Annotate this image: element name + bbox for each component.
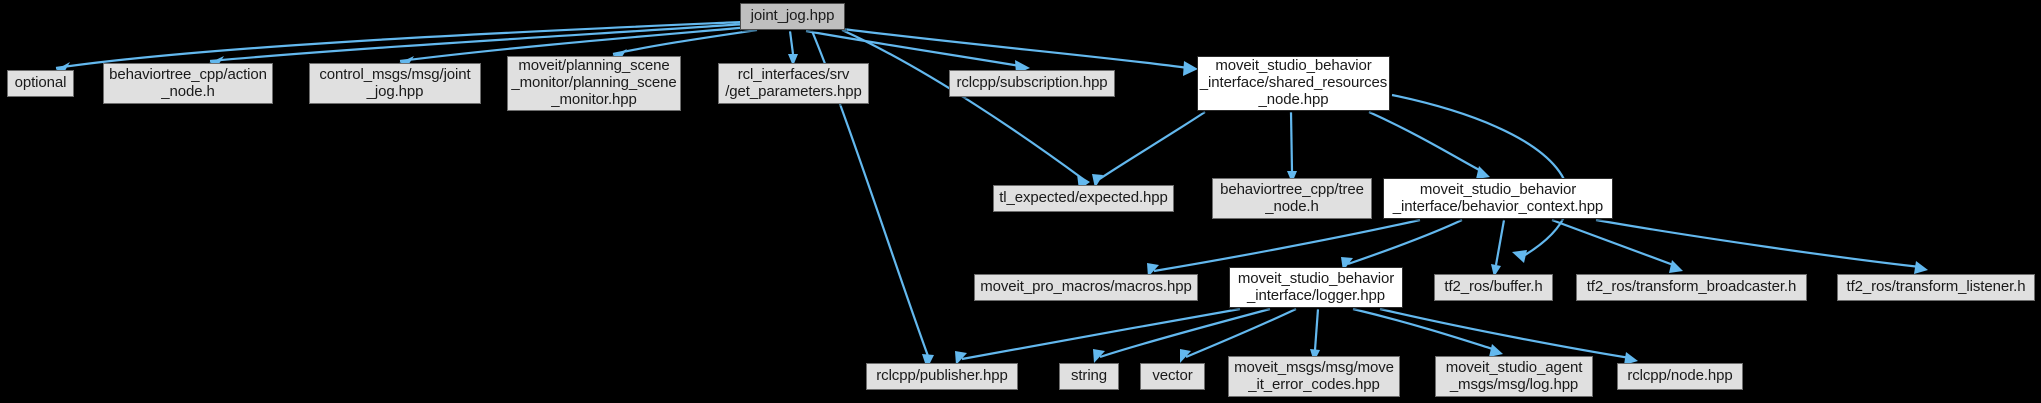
graph-edge-logger-to-agent_msgs_log (1352, 307, 1503, 357)
graph-edge-logger-to-rclcpp_publisher (955, 307, 1241, 365)
graph-node-rcl_interfaces[interactable]: rcl_interfaces/srv /get_parameters.hpp (718, 63, 869, 104)
graph-edge-logger-to-move_it_error_codes (1310, 308, 1320, 362)
graph-node-behavior_context[interactable]: moveit_studio_behavior _interface/behavi… (1383, 178, 1613, 219)
graph-node-tf2_listener[interactable]: tf2_ros/transform_listener.h (1837, 274, 2035, 301)
graph-node-string[interactable]: string (1059, 363, 1119, 390)
graph-node-logger[interactable]: moveit_studio_behavior _interface/logger… (1229, 267, 1403, 308)
edge-arrowhead (1183, 61, 1198, 76)
graph-edge-logger-to-vector (1180, 308, 1297, 363)
graph-edge-behavior_context-to-tf2_listener (1595, 218, 1928, 274)
graph-node-planning_scene_mon[interactable]: moveit/planning_scene _monitor/planning_… (507, 56, 681, 111)
graph-node-bt_action_node[interactable]: behaviortree_cpp/action _node.h (103, 63, 273, 104)
graph-edge-behavior_context-to-tf2_broadcaster (1551, 218, 1683, 273)
graph-node-rclcpp_subscription[interactable]: rclcpp/subscription.hpp (949, 70, 1115, 97)
edge-arrowhead (1914, 261, 1928, 274)
edge-arrowhead (1512, 250, 1527, 263)
graph-node-joint_jog[interactable]: joint_jog.hpp (740, 3, 845, 30)
graph-node-rclcpp_node[interactable]: rclcpp/node.hpp (1617, 363, 1743, 390)
graph-edge-joint_jog-to-shared_resources (834, 26, 1198, 76)
graph-edge-behavior_context-to-logger (1341, 219, 1463, 271)
graph-edge-shared_resources-to-tl_expected (1092, 111, 1206, 188)
edge-arrowhead (1180, 349, 1191, 363)
graph-edge-joint_jog-to-rcl_interfaces (788, 30, 798, 66)
graph-node-rclcpp_publisher[interactable]: rclcpp/publisher.hpp (866, 363, 1018, 390)
graph-node-control_msgs[interactable]: control_msgs/msg/joint _jog.hpp (309, 63, 481, 104)
edge-arrowhead (1669, 260, 1683, 273)
graph-node-shared_resources[interactable]: moveit_studio_behavior _interface/shared… (1197, 56, 1390, 111)
graph-edge-behavior_context-to-tf2_buffer (1491, 219, 1506, 277)
graph-node-agent_msgs_log[interactable]: moveit_studio_agent _msgs/msg/log.hpp (1435, 356, 1593, 397)
graph-node-vector[interactable]: vector (1140, 363, 1205, 390)
graph-node-pro_macros[interactable]: moveit_pro_macros/macros.hpp (974, 274, 1198, 301)
graph-edge-shared_resources-to-behavior_context (1368, 110, 1490, 179)
graph-node-tf2_buffer[interactable]: tf2_ros/buffer.h (1434, 274, 1553, 301)
graph-edge-joint_jog-to-tl_expected (841, 28, 1090, 190)
edge-arrowhead (1093, 349, 1105, 363)
graph-node-move_it_error_codes[interactable]: moveit_msgs/msg/move _it_error_codes.hpp (1228, 356, 1400, 397)
graph-node-tf2_broadcaster[interactable]: tf2_ros/transform_broadcaster.h (1576, 274, 1807, 301)
graph-node-tl_expected[interactable]: tl_expected/expected.hpp (993, 185, 1174, 212)
graph-edge-shared_resources-to-bt_tree_node (1287, 111, 1297, 183)
graph-node-optional[interactable]: optional (7, 70, 74, 97)
graph-node-bt_tree_node[interactable]: behaviortree_cpp/tree _node.h (1212, 178, 1372, 219)
graph-edge-logger-to-string (1093, 307, 1271, 363)
